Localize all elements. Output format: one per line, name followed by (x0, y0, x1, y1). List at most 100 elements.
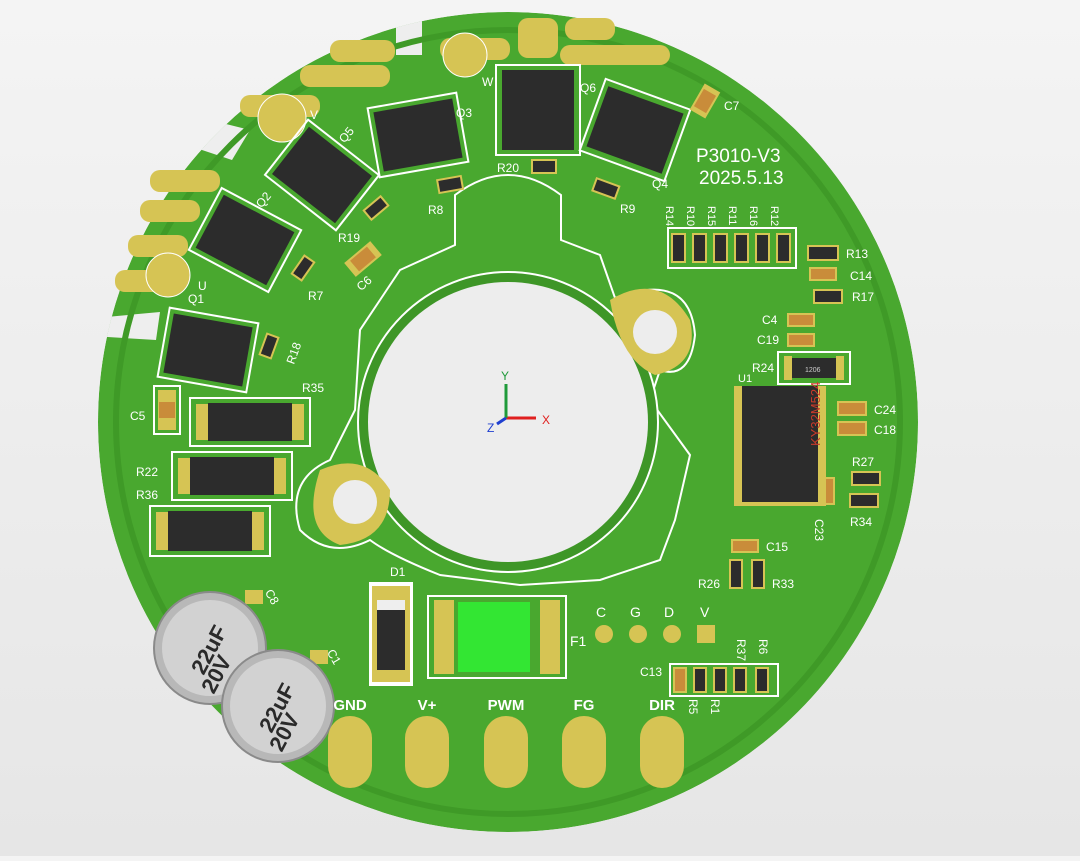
connector-label-pwm: PWM (488, 697, 525, 714)
svg-text:R24: R24 (752, 361, 774, 375)
axis-gizmo: X Y Z (487, 369, 550, 435)
r20-part: R20 (497, 159, 557, 175)
resistor-label-r15: R15 (705, 206, 717, 226)
svg-text:1206: 1206 (805, 367, 821, 374)
gate-resistors: R18 R7 R19 C6 R8 R20 R9 C (258, 83, 740, 366)
svg-text:R33: R33 (772, 577, 794, 591)
svg-text:C13: C13 (640, 665, 662, 679)
r18-part: R18 (258, 332, 304, 366)
c18-part: C18 (837, 421, 896, 437)
c15-part: C15 (731, 539, 788, 554)
r19-part: R19 (338, 194, 390, 245)
z-axis-line (496, 416, 507, 426)
svg-text:C14: C14 (850, 269, 872, 283)
center-mount (295, 174, 697, 587)
r34-part: R34 (849, 493, 879, 529)
svg-text:R20: R20 (497, 161, 519, 175)
q1-label: Q1 (188, 292, 204, 306)
x-axis-label: X (542, 413, 550, 427)
resistor-r14 (671, 233, 686, 263)
svg-text:R5: R5 (686, 699, 700, 715)
svg-text:R19: R19 (338, 231, 360, 245)
resistor-r10 (692, 233, 707, 263)
board-date: 2025.5.13 (699, 168, 784, 189)
r33-part: R33 (751, 559, 794, 591)
r35-part: R35 (189, 381, 324, 447)
r8-part: R8 (428, 174, 465, 217)
resistor-label-r11: R11 (726, 206, 738, 225)
resistor-label-r14: R14 (663, 206, 675, 226)
mosfet-q3: Q3 (366, 91, 472, 179)
mosfet-q1: Q1 (156, 292, 260, 394)
svg-text:C5: C5 (130, 409, 146, 423)
svg-text:R22: R22 (136, 465, 158, 479)
svg-text:R8: R8 (428, 203, 444, 217)
svg-text:C24: C24 (874, 403, 896, 417)
r17-part: R17 (813, 289, 874, 304)
connector-pad-dir (640, 716, 684, 788)
svg-text:R36: R36 (136, 488, 158, 502)
svg-text:C18: C18 (874, 423, 896, 437)
right-components: R13 C14 R17 C4 C19 1206 R24 C24 (698, 245, 896, 591)
svg-text:R7: R7 (308, 289, 324, 303)
mosfet-q4: Q4 (578, 77, 692, 191)
c4-part: C4 (762, 313, 815, 327)
resistor-r15 (713, 233, 728, 263)
resistor-r11 (734, 233, 749, 263)
connector-pad-fg (562, 716, 606, 788)
svg-text:R6: R6 (756, 639, 770, 655)
svg-text:C19: C19 (757, 333, 779, 347)
svg-text:C: C (596, 604, 606, 620)
resistor-label-r10: R10 (684, 206, 696, 226)
connector-label-gnd: GND (333, 697, 367, 714)
phase-pad-v: V (257, 93, 318, 143)
connector-pad-pwm (484, 716, 528, 788)
connector-label-fg: FG (574, 697, 595, 714)
ic-marking: KY32M524 (808, 382, 823, 446)
svg-text:R26: R26 (698, 577, 720, 591)
svg-text:R9: R9 (620, 202, 636, 216)
board-title: P3010-V3 (696, 146, 781, 167)
connector-label-dir: DIR (649, 697, 675, 714)
phase-pad-w: W (442, 32, 494, 89)
phase-pads: U V W (145, 32, 494, 298)
svg-text:C4: C4 (762, 313, 778, 327)
svg-text:R17: R17 (852, 290, 874, 304)
bottom-right-parts: R37 R6 C13 R5 R1 (640, 639, 779, 715)
resistor-row: R14 R10 R15 R11 R16 R12 (663, 206, 797, 269)
mosfet-q5: Q5 (263, 118, 381, 232)
connector-pads: GND V+ PWM FG DIR (328, 697, 684, 788)
svg-text:V: V (700, 604, 710, 620)
svg-text:R34: R34 (850, 515, 872, 529)
connector-label-vplus: V+ (418, 697, 437, 714)
resistor-label-r12: R12 (768, 206, 780, 226)
r36-part: R36 (136, 488, 271, 557)
phase-w-label: W (482, 75, 494, 89)
r7-part: R7 (290, 254, 324, 303)
svg-text:R35: R35 (302, 381, 324, 395)
q3-label: Q3 (456, 106, 472, 120)
svg-text:R27: R27 (852, 455, 874, 469)
electrolytic-cap-c1: C1 22uF 20V (221, 647, 344, 763)
svg-text:D1: D1 (390, 565, 406, 579)
r27-part: R27 (851, 455, 881, 486)
mosfet-q6: Q6 (495, 64, 596, 156)
connector-pad-vplus (405, 716, 449, 788)
svg-text:C7: C7 (724, 99, 740, 113)
ic-u1: U1 KY32M524 (734, 373, 826, 506)
svg-text:C23: C23 (812, 519, 826, 541)
z-axis-label: Z (487, 421, 494, 435)
diode-d1: D1 (369, 565, 413, 686)
c24-part: C24 (837, 401, 896, 417)
power-resistors: R35 R22 R36 C5 (130, 381, 324, 557)
svg-text:D: D (664, 604, 674, 620)
svg-text:R1: R1 (708, 699, 722, 715)
q6-label: Q6 (580, 81, 596, 95)
c6-part: C6 (344, 241, 382, 294)
connector-pad-gnd (328, 716, 372, 788)
resistor-r12 (776, 233, 791, 263)
svg-text:U1: U1 (738, 373, 752, 385)
resistor-label-r16: R16 (747, 206, 759, 226)
c7-part: C7 (689, 83, 740, 119)
